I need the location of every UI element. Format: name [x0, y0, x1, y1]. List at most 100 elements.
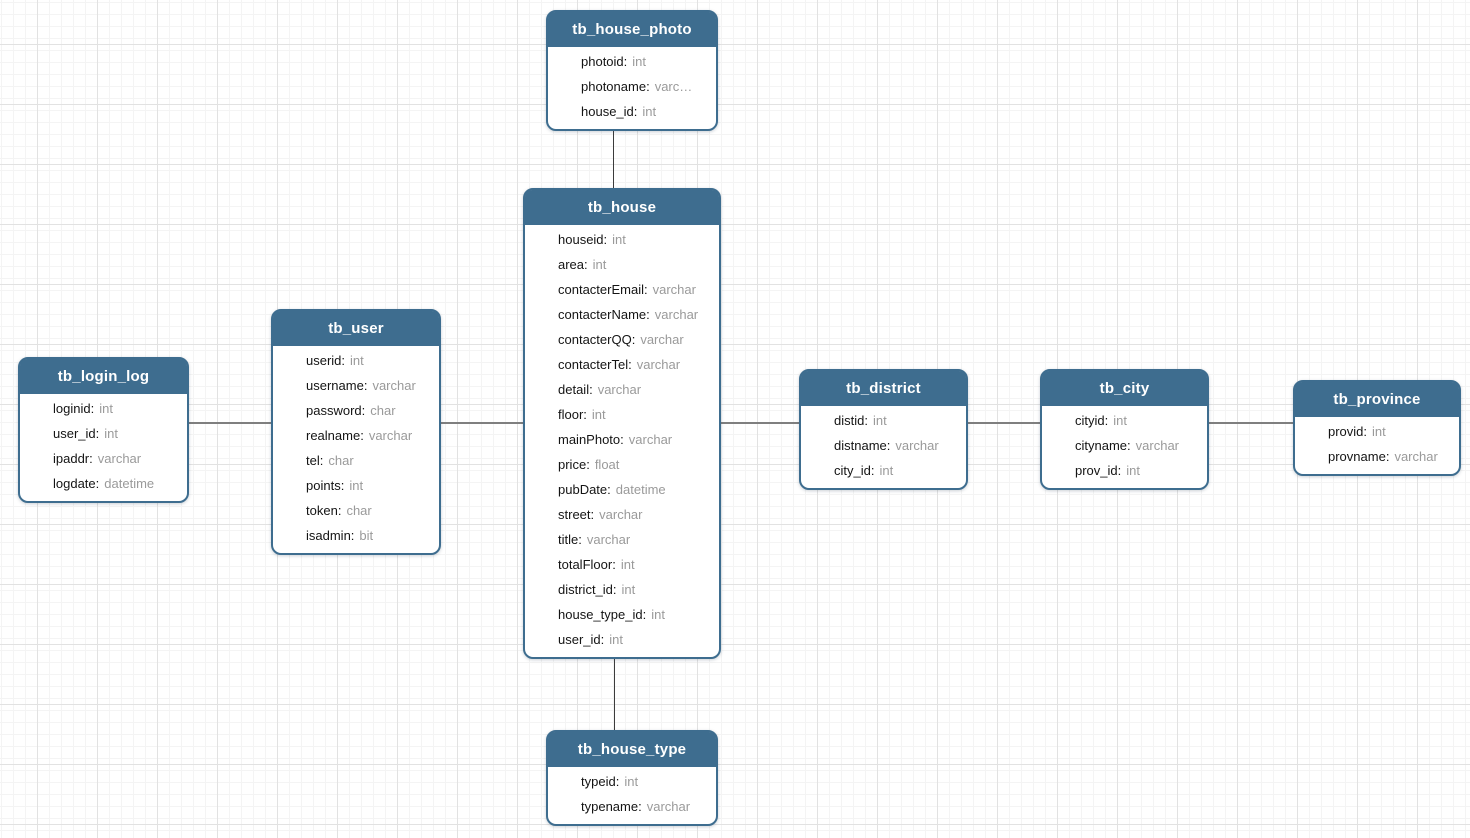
field-type: int [620, 557, 635, 572]
field-name: loginid [53, 401, 94, 416]
field-type: int [632, 54, 647, 69]
table-body: distid int distname varchar city_idint [801, 406, 966, 488]
field-name: ipaddr [53, 451, 93, 466]
field-type: int [624, 774, 639, 789]
field-type: char [346, 503, 372, 518]
table-tb_province[interactable]: tb_province providint provname varchar [1293, 380, 1461, 476]
field-name: price [558, 457, 590, 472]
table-header[interactable]: tb_login_log [20, 359, 187, 394]
field-name: house_type_id [558, 607, 646, 622]
table-header[interactable]: tb_house_photo [548, 12, 716, 47]
field-name: street [558, 507, 594, 522]
field-name: distid [834, 413, 868, 428]
field-type: varchar [368, 428, 413, 443]
field-name: photoname [581, 79, 650, 94]
field-type: int [612, 232, 626, 247]
field-name: houseid [558, 232, 607, 247]
field-name: provname [1328, 449, 1389, 464]
field-name: token [306, 503, 341, 518]
field-name: provid [1328, 424, 1367, 439]
field-row: distname varchar [834, 433, 958, 458]
table-header[interactable]: tb_house [525, 190, 719, 225]
field-row: provname varchar [1328, 444, 1451, 469]
field-name: points [306, 478, 344, 493]
table-tb_house[interactable]: tb_house houseidintareaintcontacterEmail… [523, 188, 721, 659]
field-type: varchar [646, 799, 691, 814]
field-row: useridint [306, 348, 431, 373]
field-name: distname [834, 438, 890, 453]
field-type: int [1126, 463, 1140, 478]
field-type: datetime [104, 476, 155, 491]
connector-main-horizontal [100, 422, 1350, 424]
table-tb_house_type[interactable]: tb_house_type typeidinttypenamevarchar [546, 730, 718, 826]
field-name: detail [558, 382, 593, 397]
field-row: typeidint [581, 769, 708, 794]
connector-house-photo-to-house [613, 70, 614, 260]
field-row: detail varchar [558, 377, 711, 402]
field-row: city_idint [834, 458, 958, 483]
field-type: varchar [640, 332, 684, 347]
field-name: house_id [581, 104, 637, 119]
field-name: cityid [1075, 413, 1108, 428]
field-row: user_idint [558, 627, 711, 652]
field-name: title [558, 532, 582, 547]
field-type: varchar [895, 438, 939, 453]
field-type: char [328, 453, 354, 468]
table-body: providint provname varchar [1295, 417, 1459, 474]
field-name: contacterTel [558, 357, 632, 372]
table-tb_user[interactable]: tb_user useridintusernamevarcharpassword… [271, 309, 441, 555]
field-row: mainPhotovarchar [558, 427, 711, 452]
field-name: photoid [581, 54, 627, 69]
field-row: distid int [834, 408, 958, 433]
field-row: providint [1328, 419, 1451, 444]
field-row: pubDatedatetime [558, 477, 711, 502]
table-body: cityid int cityname varchar prov_id int [1042, 406, 1207, 488]
table-tb_district[interactable]: tb_district distid int distname varchar city… [799, 369, 968, 490]
field-name: totalFloor [558, 557, 616, 572]
table-header[interactable]: tb_province [1295, 382, 1459, 417]
field-type: varchar [1135, 438, 1180, 453]
field-type: varc… [654, 79, 693, 94]
field-type: int [592, 257, 607, 272]
table-header[interactable]: tb_user [273, 311, 439, 346]
field-row: houseid int [558, 227, 711, 252]
table-header[interactable]: tb_district [801, 371, 966, 406]
field-name: floor [558, 407, 587, 422]
table-tb_login_log[interactable]: tb_login_log loginidintuser_idintipaddrv… [18, 357, 189, 503]
field-name: username [306, 378, 367, 393]
field-type: int [879, 463, 894, 478]
field-name: cityname [1075, 438, 1131, 453]
field-row: floorint [558, 402, 711, 427]
field-name: pubDate [558, 482, 611, 497]
table-tb_city[interactable]: tb_city cityid int cityname varchar prov_id i… [1040, 369, 1209, 490]
field-row: pricefloat [558, 452, 711, 477]
field-name: password [306, 403, 365, 418]
field-row: realnamevarchar [306, 423, 431, 448]
table-tb_house_photo[interactable]: tb_house_photo photoid int photoname varc… h… [546, 10, 718, 131]
field-type: char [370, 403, 396, 418]
field-type: varchar [1394, 449, 1438, 464]
field-name: prov_id [1075, 463, 1121, 478]
field-row: password char [306, 398, 431, 423]
field-name: tel [306, 453, 323, 468]
field-name: area [558, 257, 588, 272]
field-row: points int [306, 473, 431, 498]
field-type: varchar [652, 282, 696, 297]
field-row: contacterEmailvarchar [558, 277, 711, 302]
field-name: user_id [53, 426, 99, 441]
field-row: areaint [558, 252, 711, 277]
field-type: varchar [586, 532, 631, 547]
field-row: user_id int [53, 421, 179, 446]
field-type: varchar [597, 382, 642, 397]
field-row: isadminbit [306, 523, 431, 548]
field-type: int [621, 582, 636, 597]
table-header[interactable]: tb_house_type [548, 732, 716, 767]
field-type: int [1113, 413, 1127, 428]
field-row: typenamevarchar [581, 794, 708, 819]
field-type: int [349, 478, 364, 493]
field-row: cityid int [1075, 408, 1199, 433]
field-type: int [872, 413, 887, 428]
field-type: int [104, 426, 118, 441]
field-name: logdate [53, 476, 99, 491]
table-header[interactable]: tb_city [1042, 371, 1207, 406]
